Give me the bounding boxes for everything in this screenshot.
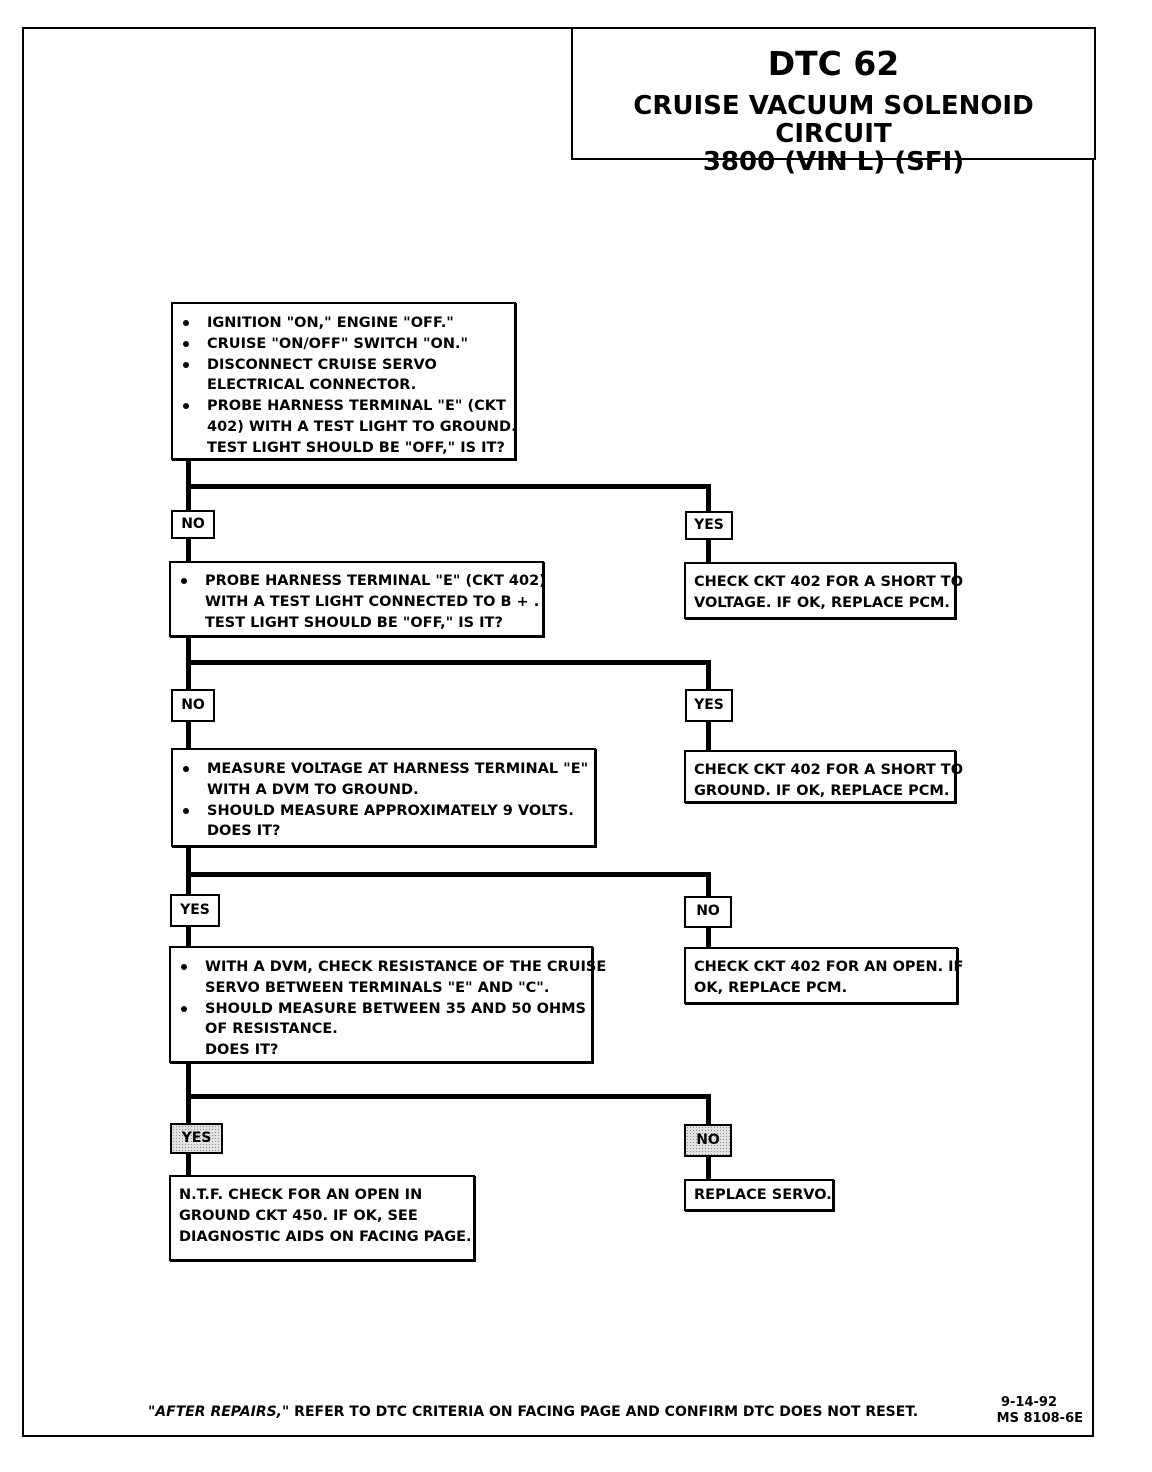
step-4-item-1: WITH A DVM, CHECK RESISTANCE OF THE CRUI… <box>181 957 606 999</box>
step-3-no-label: NO <box>684 896 732 928</box>
step-1-box: IGNITION "ON," ENGINE "OFF." CRUISE "ON/… <box>171 302 517 460</box>
step-4-box: WITH A DVM, CHECK RESISTANCE OF THE CRUI… <box>169 946 606 1063</box>
step-2-item-1: PROBE HARNESS TERMINAL "E" (CKT 402) WIT… <box>181 571 546 633</box>
step-1-yes-label: YES <box>685 511 733 540</box>
connector-line <box>186 720 191 750</box>
step-1-item-1: IGNITION "ON," ENGINE "OFF." <box>183 313 506 334</box>
step-1-yes-result: CHECK CKT 402 FOR A SHORT TO VOLTAGE. IF… <box>684 562 963 619</box>
step-3-item-2: SHOULD MEASURE APPROXIMATELY 9 VOLTS. DO… <box>183 801 586 843</box>
revision-date: 9-14-92 <box>1000 1395 1057 1410</box>
page-border <box>22 27 1094 1437</box>
connector-line <box>706 926 711 950</box>
engine-title: 3800 (VIN L) (SFI) <box>702 147 965 177</box>
step-3-no-result: CHECK CKT 402 FOR AN OPEN. IF OK, REPLAC… <box>684 947 963 1004</box>
step-4-no-label: NO <box>684 1124 732 1157</box>
step-4-yes-label: YES <box>170 1123 223 1154</box>
step-4-question: DOES IT? <box>205 1042 279 1059</box>
step-4-item-2: SHOULD MEASURE BETWEEN 35 AND 50 OHMS OF… <box>181 999 586 1041</box>
connector-line <box>186 1152 191 1176</box>
connector-line <box>186 1062 191 1125</box>
connector-line <box>186 925 191 949</box>
step-3-box: MEASURE VOLTAGE AT HARNESS TERMINAL "E" … <box>171 748 596 847</box>
step-3-item-1: MEASURE VOLTAGE AT HARNESS TERMINAL "E" … <box>183 759 588 801</box>
step-1-item-3: DISCONNECT CRUISE SERVO ELECTRICAL CONNE… <box>183 355 506 397</box>
document-code: MS 8108-6E <box>996 1411 1083 1426</box>
step-1-item-4: PROBE HARNESS TERMINAL "E" (CKT 402) WIT… <box>183 396 517 458</box>
step-3-yes-label: YES <box>170 894 220 927</box>
connector-line <box>706 872 711 898</box>
connector-line <box>706 538 711 564</box>
connector-line <box>706 1094 711 1126</box>
connector-line <box>186 484 711 489</box>
connector-line <box>186 846 191 896</box>
connector-line <box>186 660 711 665</box>
step-2-box: PROBE HARNESS TERMINAL "E" (CKT 402) WIT… <box>169 561 546 637</box>
connector-line <box>186 1094 711 1099</box>
connector-line <box>706 721 711 752</box>
connector-line <box>706 660 711 691</box>
title-block: DTC 62 CRUISE VACUUM SOLENOID CIRCUIT 38… <box>571 27 1096 176</box>
connector-line <box>706 484 711 512</box>
connector-line <box>706 1155 711 1181</box>
step-1-no-label: NO <box>171 510 215 539</box>
connector-line <box>186 537 191 563</box>
dtc-title: DTC 62 <box>767 44 900 83</box>
after-repairs-note: "AFTER REPAIRS," REFER TO DTC CRITERIA O… <box>148 1404 919 1420</box>
step-4-yes-result: N.T.F. CHECK FOR AN OPEN IN GROUND CKT 4… <box>169 1175 475 1261</box>
step-2-no-label: NO <box>171 689 215 722</box>
circuit-title: CRUISE VACUUM SOLENOID CIRCUIT <box>633 91 1034 149</box>
step-4-no-result: REPLACE SERVO. <box>684 1179 834 1211</box>
step-2-yes-label: YES <box>685 689 733 722</box>
connector-line <box>186 872 711 877</box>
step-2-yes-result: CHECK CKT 402 FOR A SHORT TO GROUND. IF … <box>684 750 963 803</box>
step-1-item-2: CRUISE "ON/OFF" SWITCH "ON." <box>183 334 506 355</box>
